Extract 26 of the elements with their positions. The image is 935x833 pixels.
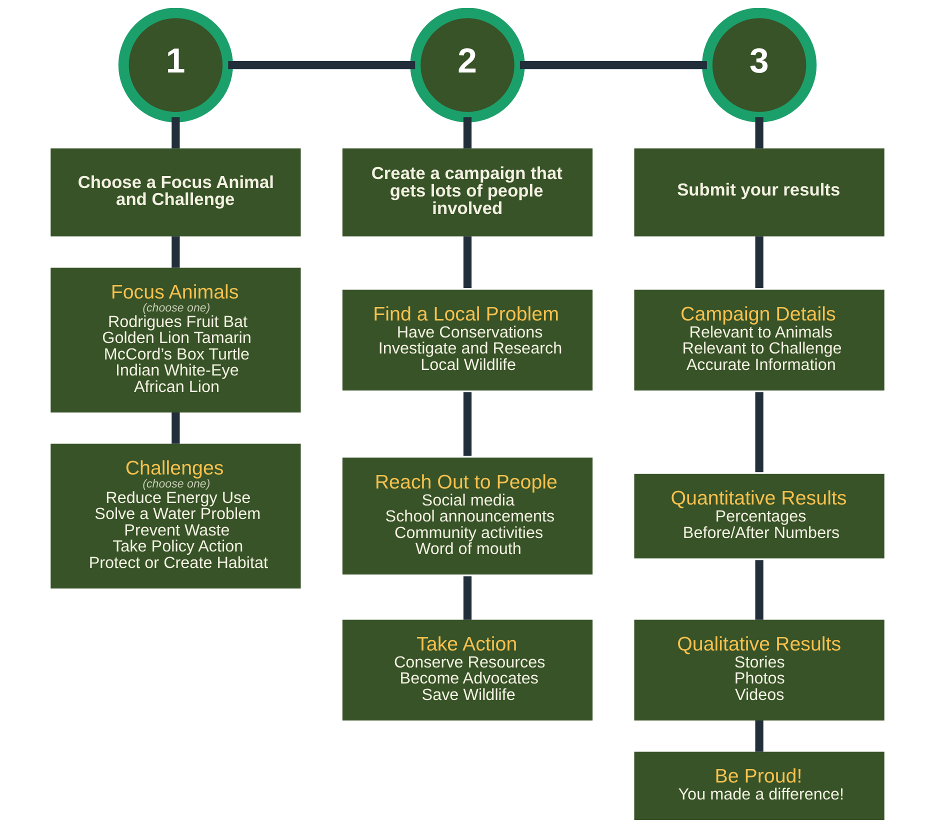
connector (463, 392, 472, 456)
connector (172, 412, 180, 444)
connector (172, 236, 180, 268)
node-box: Quantitative Results Percentages Before/After Numbers (634, 474, 884, 558)
connector (228, 61, 416, 70)
node-box: Focus Animals (choose one) Rodrigues Fruit Bat Golden Lion Tamarin McCord’s Box Turtle Indian White-Eye African Lion (50, 268, 301, 412)
node-box: Take Action Conserve Resources Become Advocates Save Wildlife (342, 620, 593, 720)
node-box: Challenges (choose one) Reduce Energy Use Solve a Water Problem Prevent Waste Take Policy Action Protect or Create Habitat (50, 444, 301, 588)
node-box: Submit your results (634, 148, 884, 236)
node-circle: 2 (410, 8, 525, 122)
node-box: Reach Out to People Social media School announcements Community activities Word of mouth (342, 458, 593, 575)
node-box: Find a Local Problem Have Conservations Investigate and Research Local Wildlife (342, 290, 593, 390)
connector (755, 392, 764, 472)
node-box: Campaign Details Relevant to Animals Relevant to Challenge Accurate Information (634, 290, 884, 390)
connector (463, 576, 472, 620)
connector (755, 236, 764, 288)
connector (520, 61, 707, 70)
node-box: Create a campaign that gets lots of people involved (342, 148, 593, 236)
connector (755, 720, 764, 752)
node-circle: 1 (118, 8, 234, 122)
connector (755, 560, 764, 620)
node-box: Choose a Focus Animal and Challenge (50, 148, 301, 236)
node-circle: 3 (702, 8, 817, 122)
connector (463, 236, 472, 288)
node-box: Qualitative Results Stories Photos Videos (634, 620, 884, 720)
node-box: Be Proud! You made a difference! (634, 752, 884, 820)
